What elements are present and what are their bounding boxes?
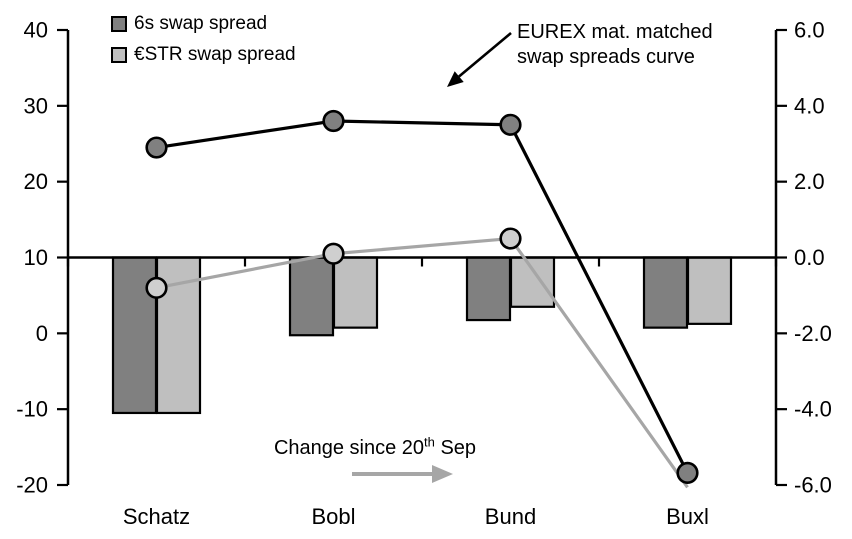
left-axis-label: 10 [24,245,48,270]
marker-6s-bund [499,113,522,136]
left-axis-label: 20 [24,169,48,194]
left-axis-label: -10 [16,397,48,422]
curve-annotation-line1: EUREX mat. matched [517,21,713,43]
curve-annotation-arrow-shaft [458,32,512,78]
change-annotation-superscript: th [424,434,435,450]
left-axis-label: 40 [24,18,48,43]
marker-estr-bobl [322,242,345,265]
change-annotation-prefix: Change since 20 [273,437,425,459]
marker-6s-schatz [145,136,168,159]
marker-estr-bund [499,227,522,250]
marker-6s-bobl [322,109,345,133]
legend-item-estr: €STR swap spread [111,43,296,66]
bar-6s-bobl [288,256,335,337]
legend-swatch-6s [111,15,127,32]
legend-label-estr: €STR swap spread [134,44,296,65]
right-axis-label: -2.0 [794,321,832,346]
curve-annotation-arrow-head [447,71,464,87]
curve-annotation-line2: swap spreads curve [517,46,695,68]
category-label: Buxl [666,504,709,529]
legend-item-6s: 6s swap spread [111,12,296,35]
bar-estr-bobl [332,256,379,329]
left-axis-label: 30 [24,93,48,118]
change-annotation-arrow-head [432,465,453,483]
legend-label-6s: 6s swap spread [134,13,268,34]
right-axis-label: 6.0 [794,18,825,43]
right-axis-label: -6.0 [794,473,832,498]
bar-6s-bund [465,256,512,322]
change-annotation-suffix: Sep [434,437,477,459]
right-axis-label: 4.0 [794,93,825,118]
bar-estr-buxl [686,256,733,325]
marker-estr-schatz [145,276,168,299]
curve-annotation-text: EUREX mat. matched swap spreads curve [517,20,713,70]
right-axis-label: 2.0 [794,169,825,194]
bar-6s-buxl [642,256,689,329]
bar-estr-bund [509,256,556,308]
change-annotation-text: Change since 20th Sep [250,434,500,460]
line-6s-curve [156,119,689,474]
left-axis-label: -20 [16,473,48,498]
chart-legend: 6s swap spread €STR swap spread [111,12,296,66]
line-estr-curve [156,236,689,489]
marker-6s-buxl [676,461,699,484]
legend-swatch-estr [111,46,127,63]
right-axis-label: 0.0 [794,245,825,270]
category-label: Bobl [311,504,355,529]
category-label: Bund [485,504,536,529]
left-axis-label: 0 [36,321,48,346]
right-axis-label: -4.0 [794,397,832,422]
category-label: Schatz [123,504,190,529]
